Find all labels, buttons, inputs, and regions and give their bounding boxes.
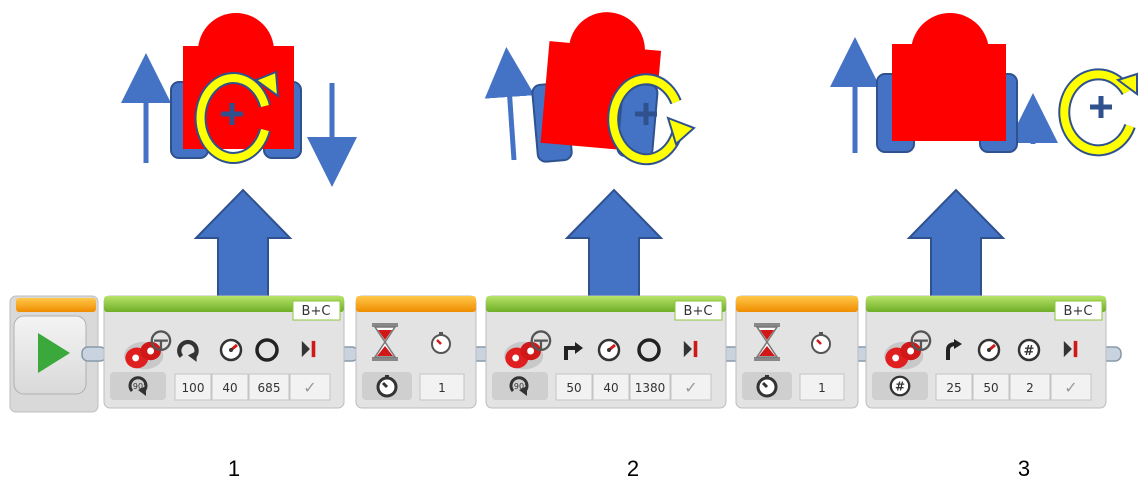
power-value[interactable]: 50: [983, 381, 998, 395]
caption-2: 2: [627, 456, 639, 481]
big-up-arrow-3: [906, 188, 1006, 299]
steering-value[interactable]: 50: [566, 381, 581, 395]
big-up-arrow-1: [193, 188, 293, 299]
play-icon: [38, 333, 70, 373]
robot-2: [484, 12, 696, 166]
robot-1: [121, 13, 357, 187]
program-strip: B+C 100 40 685 ✓ 1: [9, 295, 1122, 413]
robot-body: [892, 13, 1006, 141]
wait-block-2[interactable]: 1: [735, 295, 859, 409]
degrees-value[interactable]: 685: [258, 381, 281, 395]
degrees-value[interactable]: 1380: [635, 381, 666, 395]
mode-rotations-icon[interactable]: [889, 375, 911, 397]
power-value[interactable]: 40: [222, 381, 237, 395]
port-label: B+C: [684, 304, 713, 319]
power-gauge-icon: [977, 338, 1001, 362]
power-gauge-icon: [597, 338, 621, 362]
move-steering-block-3[interactable]: B+C 25 50 2 ✓: [865, 295, 1107, 409]
rotations-icon: [1017, 338, 1041, 362]
brake-value[interactable]: ✓: [303, 378, 316, 397]
robot-3: [830, 13, 1138, 157]
brake-value[interactable]: ✓: [684, 378, 697, 397]
caption-3: 3: [1018, 456, 1030, 481]
steering-value[interactable]: 100: [182, 381, 205, 395]
wide-turn-rotation-arrow-icon: [1058, 68, 1138, 157]
big-up-arrow-2: [564, 188, 664, 299]
steering-value[interactable]: 25: [946, 381, 961, 395]
brake-value[interactable]: ✓: [1064, 378, 1077, 397]
arc-rotation-arrow-icon: [607, 73, 696, 166]
power-gauge-icon: [219, 338, 243, 362]
rotations-value[interactable]: 2: [1026, 381, 1034, 395]
caption-1: 1: [228, 456, 240, 481]
left-wheel-forward-arrow: [484, 47, 535, 161]
pivot-rotation-arrow-icon: [194, 70, 280, 164]
port-label: B+C: [1064, 304, 1093, 319]
move-steering-block-2[interactable]: B+C 50 40 1380 ✓: [485, 295, 727, 409]
port-label: B+C: [302, 304, 331, 319]
start-block[interactable]: [9, 295, 99, 413]
seconds-value[interactable]: 1: [438, 381, 446, 395]
wait-block-1[interactable]: 1: [355, 295, 477, 409]
power-value[interactable]: 40: [603, 381, 618, 395]
seconds-value[interactable]: 1: [818, 381, 826, 395]
move-steering-block-1[interactable]: B+C 100 40 685 ✓: [103, 295, 345, 409]
